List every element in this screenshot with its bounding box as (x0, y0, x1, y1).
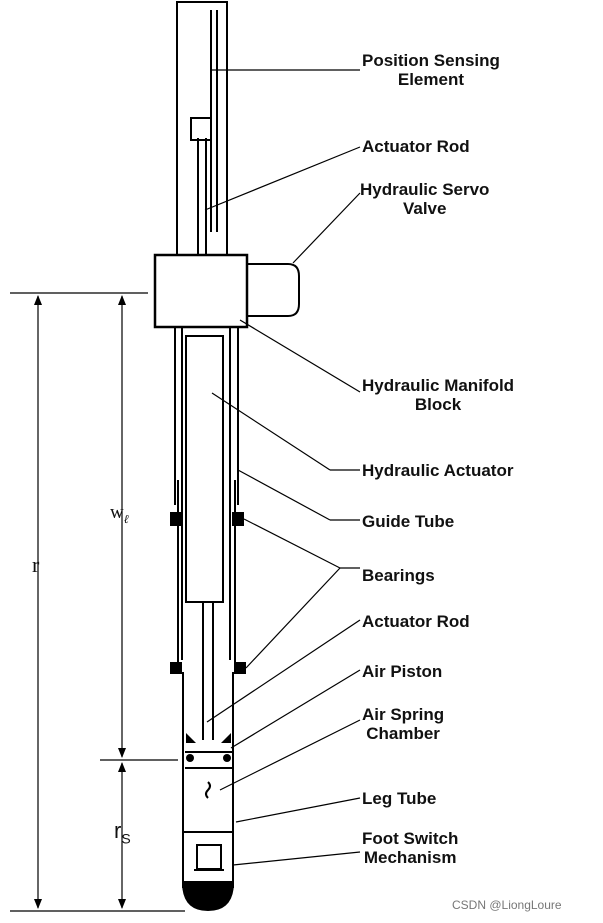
label-servo-valve-line1: Hydraulic Servo (360, 180, 490, 199)
label-foot-switch-line1: Foot Switch (362, 829, 459, 848)
foot-cap (181, 881, 235, 912)
dim-rs-subscript: S (121, 830, 131, 847)
rod-cap (190, 117, 212, 141)
label-manifold-line1: Hydraulic Manifold (362, 376, 515, 395)
hydraulic-actuator-body (185, 335, 224, 603)
dim-wl-label: wℓ (110, 502, 129, 527)
dim-rs-label: rS (114, 818, 131, 846)
manifold-block (153, 253, 249, 329)
label-hydraulic-actuator: Hydraulic Actuator (362, 461, 514, 480)
label-air-piston: Air Piston (362, 662, 443, 681)
label-air-spring: Air Spring Chamber (362, 705, 444, 743)
upper-tube (176, 1, 228, 256)
label-actuator-rod-top: Actuator Rod (362, 137, 470, 156)
label-position-sensing-line2: Element (397, 70, 465, 89)
label-foot-switch-line2: Mechanism (363, 848, 457, 867)
label-bearings: Bearings (362, 566, 435, 585)
watermark: CSDN @LiongLoure (452, 898, 562, 912)
label-air-spring-line1: Air Spring (362, 705, 445, 724)
label-servo-valve: Hydraulic Servo Valve (360, 180, 489, 218)
label-position-sensing: Position Sensing Element (362, 51, 500, 89)
label-manifold-line2: Block (414, 395, 462, 414)
label-servo-valve-line2: Valve (402, 199, 447, 218)
label-air-spring-line2: Chamber (366, 724, 440, 743)
label-actuator-rod-bottom: Actuator Rod (362, 612, 470, 631)
label-manifold: Hydraulic Manifold Block (362, 376, 514, 414)
dim-w-subscript: ℓ (123, 511, 129, 526)
label-foot-switch: Foot Switch Mechanism (362, 829, 458, 867)
servo-valve (247, 263, 300, 317)
label-position-sensing-line1: Position Sensing (362, 51, 500, 70)
dim-w-letter: w (110, 502, 124, 523)
dim-r-label: r (32, 552, 40, 577)
label-guide-tube: Guide Tube (362, 512, 455, 531)
label-leg-tube: Leg Tube (362, 789, 437, 808)
dim-rs-letter: r (114, 818, 122, 843)
